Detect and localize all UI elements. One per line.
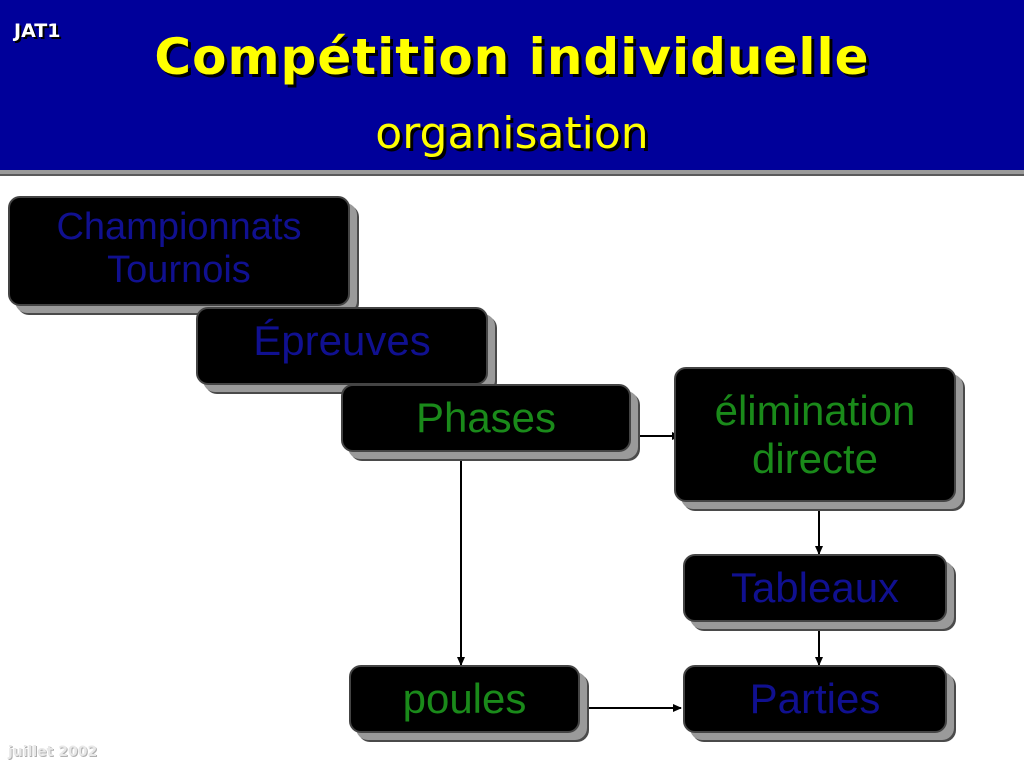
node-poules: poules bbox=[349, 665, 580, 733]
node-epreuves: Épreuves bbox=[196, 307, 488, 385]
node-phases: Phases bbox=[341, 384, 631, 452]
node-tableaux-label: Tableaux bbox=[730, 564, 900, 612]
title-banner: JAT1 Compétition individuelle organisati… bbox=[0, 0, 1024, 170]
node-parties: Parties bbox=[683, 665, 947, 733]
node-elimination-directe: élimination directe bbox=[674, 367, 956, 502]
node-parties-label: Parties bbox=[749, 675, 881, 723]
node-poules-label: poules bbox=[402, 675, 527, 723]
node-epreuves-label: Épreuves bbox=[253, 317, 431, 364]
page-title: Compétition individuelle bbox=[154, 28, 870, 86]
node-championnats-tournois: Championnats Tournois bbox=[8, 196, 350, 306]
footer-date: juillet 2002 bbox=[8, 744, 98, 760]
node-elimination-label: élimination directe bbox=[714, 387, 916, 482]
corner-tag: JAT1 bbox=[14, 20, 61, 42]
node-phases-label: Phases bbox=[415, 394, 557, 442]
node-tableaux: Tableaux bbox=[683, 554, 947, 622]
node-championnats-label: Championnats Tournois bbox=[56, 206, 302, 291]
page-subtitle: organisation bbox=[375, 108, 649, 159]
